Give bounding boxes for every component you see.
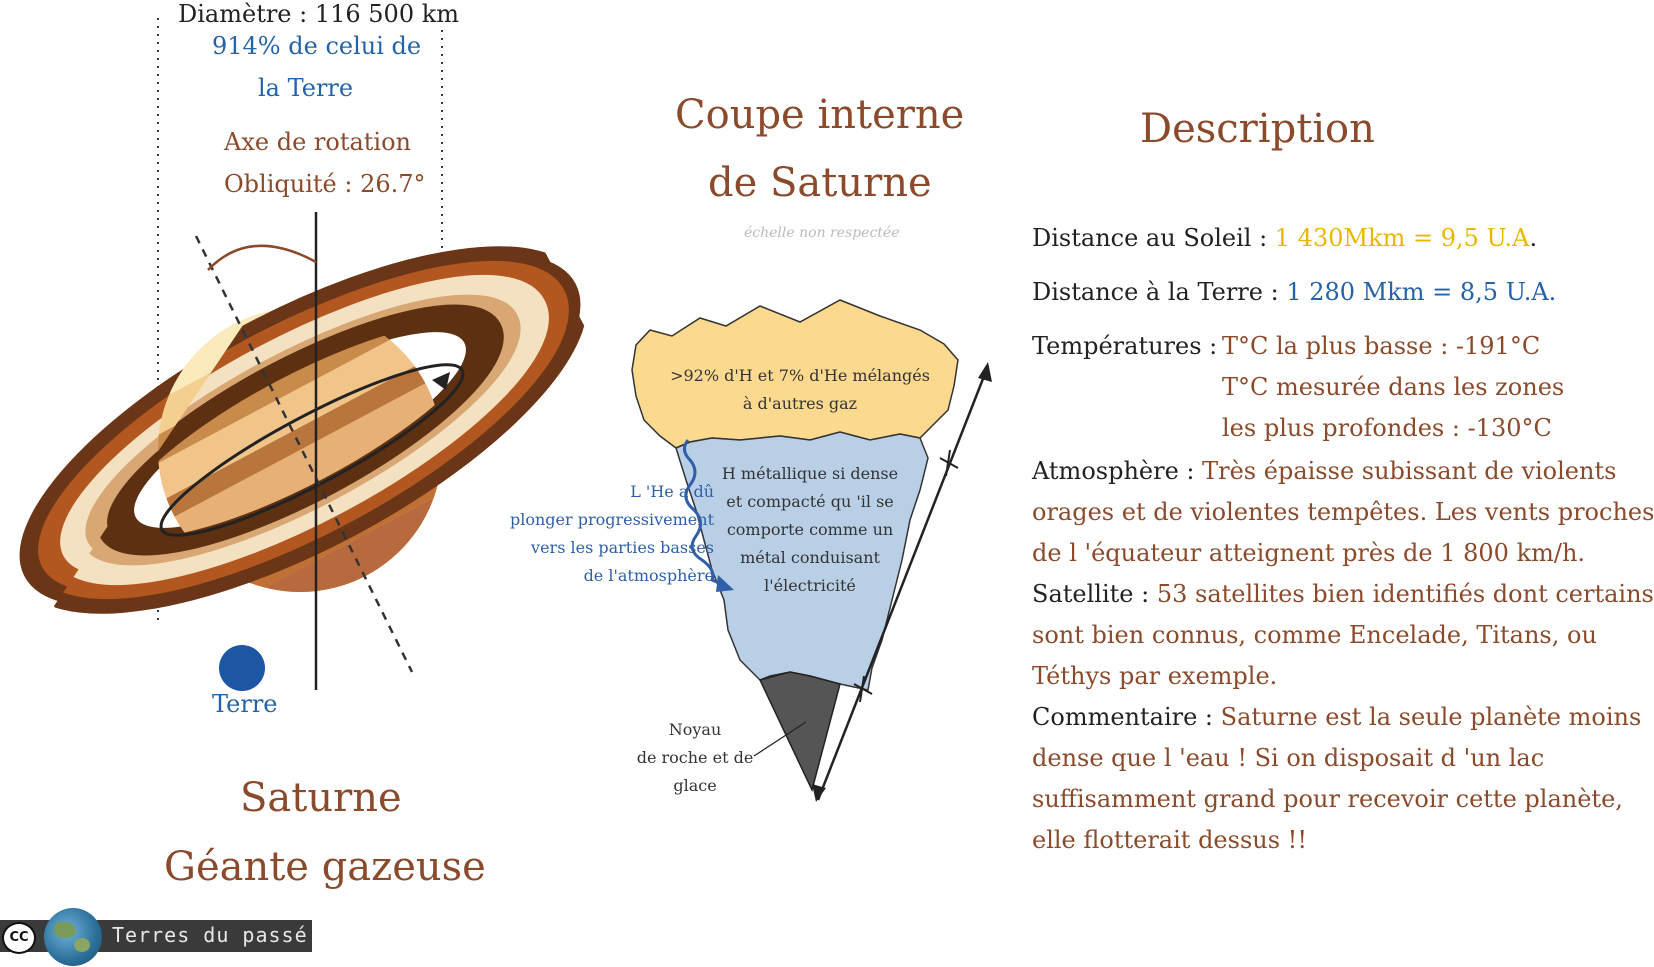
satellite-label: Satellite : bbox=[1032, 580, 1157, 608]
core-text-line3: glace bbox=[673, 776, 717, 795]
earth-label: Terre bbox=[212, 690, 278, 718]
cross-section-diagram bbox=[631, 299, 992, 802]
earth-distance-row: Distance à la Terre : 1 280 Mkm = 8,5 U.… bbox=[1032, 272, 1556, 313]
sun-distance-value: 1 430Mkm = 9,5 U.A bbox=[1274, 224, 1530, 252]
helium-arrow-head bbox=[716, 575, 734, 592]
scale-arrow-head-bottom bbox=[812, 784, 826, 802]
diameter-label: Diamètre : 116 500 km bbox=[178, 0, 460, 28]
earth-dot bbox=[219, 645, 265, 691]
brand-name: Terres du passé bbox=[112, 923, 308, 947]
metallic-text-line2: et compacté qu 'il se bbox=[726, 492, 894, 511]
sun-distance-end: . bbox=[1529, 224, 1538, 252]
cc-badge: CC bbox=[2, 922, 36, 954]
metallic-text-line1: H métallique si dense bbox=[721, 464, 899, 483]
comment-line2: dense que l 'eau ! Si on disposait d 'un… bbox=[1032, 744, 1545, 772]
globe-icon bbox=[44, 908, 102, 966]
scale-arrow bbox=[816, 365, 990, 801]
atmosphere-label: Atmosphère : bbox=[1032, 457, 1203, 485]
rotation-orbit bbox=[159, 363, 465, 537]
atmosphere-text-line2: à d'autres gaz bbox=[742, 394, 858, 413]
temperature-line3: les plus profondes : -130°C bbox=[1222, 414, 1552, 442]
helium-text-line2: plonger progressivement bbox=[509, 510, 714, 529]
atmosphere-line2: orages et de violentes tempêtes. Les ven… bbox=[1032, 498, 1654, 526]
temperature-row: Températures : bbox=[1032, 326, 1217, 367]
scale-tick-2b bbox=[859, 675, 865, 703]
cross-section-title-line1: Coupe interne bbox=[675, 92, 965, 138]
sun-distance-label: Distance au Soleil : bbox=[1032, 224, 1275, 252]
saturn-title-line2: Géante gazeuse bbox=[164, 844, 486, 890]
temperature-line1: T°C la plus basse : -191°C bbox=[1222, 332, 1541, 360]
satellite-line2: sont bien connus, comme Encelade, Titans… bbox=[1032, 621, 1597, 649]
atmosphere-text: >92% d'H et 7% d'He mélangés à d'autres … bbox=[660, 362, 940, 418]
metallic-text-line3: comporte comme un bbox=[726, 520, 894, 539]
comment-line4: elle flotterait dessus !! bbox=[1032, 826, 1307, 854]
obliquity-arc bbox=[207, 244, 317, 271]
atmosphere-text-line1: >92% d'H et 7% d'He mélangés bbox=[670, 366, 930, 385]
core-text-line2: de roche et de bbox=[636, 748, 754, 767]
helium-path bbox=[683, 439, 727, 588]
axis-label-line2: Obliquité : 26.7° bbox=[224, 170, 426, 198]
core-text-line1: Noyau bbox=[668, 720, 722, 739]
atmosphere-line1: Très épaisse subissant de violents bbox=[1202, 457, 1617, 485]
core-pointer bbox=[753, 721, 807, 757]
metallic-text: H métallique si dense et compacté qu 'il… bbox=[710, 460, 910, 600]
diameter-ratio-line2: la Terre bbox=[258, 74, 354, 102]
scale-tick-1b bbox=[945, 449, 951, 477]
sun-distance-row: Distance au Soleil : 1 430Mkm = 9,5 U.A. bbox=[1032, 218, 1537, 259]
atmosphere-row: Atmosphère : Très épaisse subissant de v… bbox=[1032, 451, 1654, 574]
earth-distance-value: 1 280 Mkm = 8,5 U.A. bbox=[1286, 278, 1557, 306]
atmosphere-line3: de l 'équateur atteignent près de 1 800 … bbox=[1032, 539, 1586, 567]
satellite-line3: Téthys par exemple. bbox=[1032, 662, 1278, 690]
cross-section-title-line2: de Saturne bbox=[708, 160, 932, 206]
earth-distance-label: Distance à la Terre : bbox=[1032, 278, 1287, 306]
temperature-label: Températures : bbox=[1032, 332, 1218, 360]
saturn-illustration bbox=[12, 18, 588, 691]
diameter-ratio-line1: 914% de celui de bbox=[212, 32, 422, 60]
scale-arrow-head-top bbox=[978, 362, 992, 382]
description-title: Description bbox=[1140, 106, 1375, 152]
axis-label-line1: Axe de rotation bbox=[224, 128, 411, 156]
metallic-text-line5: l'électricité bbox=[764, 576, 856, 595]
comment-line3: suffisamment grand pour recevoir cette p… bbox=[1032, 785, 1623, 813]
saturn-title-line1: Saturne bbox=[240, 775, 402, 821]
core-layer bbox=[758, 671, 841, 793]
satellite-line1: 53 satellites bien identifiés dont certa… bbox=[1156, 580, 1654, 608]
comment-line1: Saturne est la seule planète moins bbox=[1220, 703, 1642, 731]
helium-text-line3: vers les parties basses bbox=[531, 538, 714, 557]
helium-text-line1: L 'He a dû bbox=[630, 482, 714, 501]
brand-logo: CC Terres du passé bbox=[0, 908, 312, 966]
temperature-line2: T°C mesurée dans les zones bbox=[1222, 373, 1565, 401]
comment-row: Commentaire : Saturne est la seule planè… bbox=[1032, 697, 1641, 861]
core-text: Noyau de roche et de glace bbox=[630, 716, 760, 800]
metallic-text-line4: métal conduisant bbox=[740, 548, 880, 567]
temperature-values: T°C la plus basse : -191°C T°C mesurée d… bbox=[1222, 326, 1564, 449]
scale-note: échelle non respectée bbox=[744, 225, 900, 241]
tilted-axis bbox=[194, 235, 414, 673]
rotation-arrow-head bbox=[432, 372, 450, 390]
comment-label: Commentaire : bbox=[1032, 703, 1221, 731]
helium-text-line4: de l'atmosphère bbox=[583, 566, 714, 585]
helium-text: L 'He a dû plonger progressivement vers … bbox=[478, 478, 714, 590]
satellite-row: Satellite : 53 satellites bien identifié… bbox=[1032, 574, 1654, 697]
atmosphere-layer bbox=[631, 299, 959, 449]
